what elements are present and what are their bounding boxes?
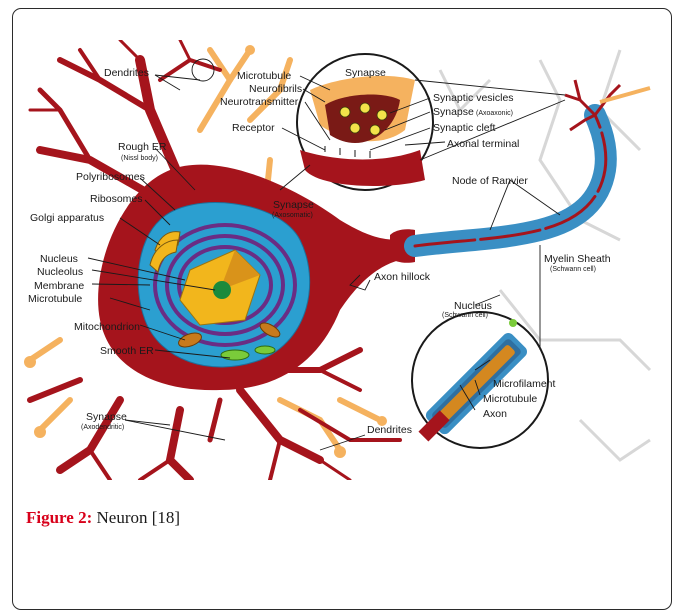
label-ribosomes: Ribosomes: [90, 193, 143, 205]
label-myelin-sheath: Myelin Sheath: [544, 253, 611, 265]
label-golgi: Golgi apparatus: [30, 212, 104, 224]
label-nucleolus: Nucleolus: [37, 266, 83, 278]
label-neurofibrils: Neurofibrils: [249, 83, 302, 95]
label-smooth-er: Smooth ER: [100, 345, 154, 357]
label-axonal-terminal: Axonal terminal: [447, 138, 519, 150]
label-synaptic-cleft: Synaptic cleft: [433, 122, 496, 134]
label-neurotransmitter: Neurotransmitter: [220, 96, 299, 108]
label-synaptic-vesicles: Synaptic vesicles: [433, 92, 514, 104]
label-synapse-axoaxonic: Synapse: [433, 106, 474, 118]
label-synapse-top: Synapse: [345, 67, 386, 79]
label-receptor: Receptor: [232, 122, 275, 134]
label-membrane: Membrane: [34, 280, 84, 292]
label-dendrites-bottom: Dendrites: [367, 424, 412, 436]
label-nucleus: Nucleus: [40, 253, 78, 265]
label-node-of-ranvier: Node of Ranvier: [452, 175, 528, 187]
label-synapse-axodendritic-sub: (Axodendritic): [81, 424, 124, 431]
label-microfilament: Microfilament: [493, 378, 556, 390]
neuron-diagram: Dendrites Rough ER (Nissl body) Polyribo…: [20, 40, 660, 480]
label-nucleus-schwann: Nucleus: [454, 300, 492, 312]
label-microtubule-top: Microtubule: [237, 70, 291, 82]
label-synapse-axosomatic: Synapse: [273, 199, 314, 211]
label-dendrites-top: Dendrites: [104, 67, 149, 79]
label-polyribosomes: Polyribosomes: [76, 171, 145, 183]
label-rough-er: Rough ER: [118, 141, 167, 153]
caption-text: Neuron [18]: [92, 508, 180, 527]
caption-figure-label: Figure 2:: [26, 508, 92, 527]
label-microtubule-right: Microtubule: [483, 393, 537, 405]
label-microtubule-left: Microtubule: [28, 293, 82, 305]
figure-caption: Figure 2: Neuron [18]: [26, 508, 180, 528]
label-synapse-axoaxonic-sub: (Axoaxonic): [476, 110, 513, 117]
label-axon: Axon: [483, 408, 507, 420]
label-axon-hillock: Axon hillock: [374, 271, 431, 283]
label-myelin-sheath-sub: (Schwann cell): [550, 266, 596, 273]
label-rough-er-sub: (Nissl body): [121, 155, 158, 162]
label-nucleus-schwann-sub: (Schwann cell): [442, 312, 488, 319]
label-synapse-axodendritic: Synapse: [86, 411, 127, 423]
label-synapse-axosomatic-sub: (Axosomatic): [272, 212, 313, 219]
label-mitochondrion: Mitochondrion: [74, 321, 140, 333]
